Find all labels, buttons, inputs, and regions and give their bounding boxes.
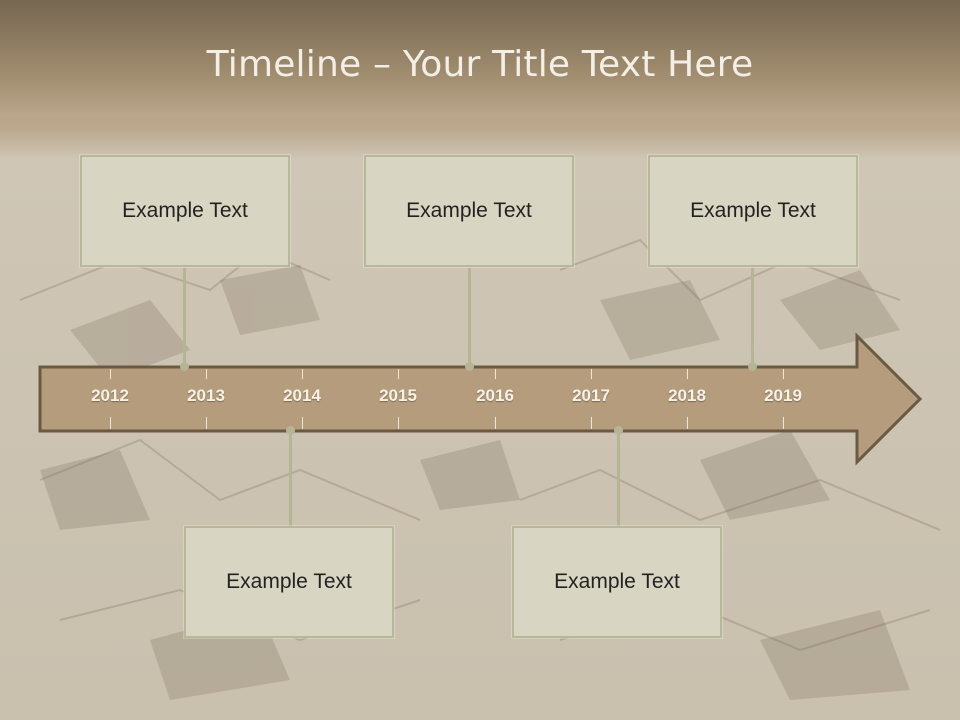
year-tick [110, 417, 111, 429]
year-tick [206, 369, 207, 379]
event-connector [289, 431, 292, 527]
year-tick [398, 417, 399, 429]
event-connector [617, 431, 620, 527]
event-marker-dot [614, 426, 623, 435]
year-tick [302, 369, 303, 379]
slide-title: Timeline – Your Title Text Here [206, 44, 754, 85]
event-card-top-1[interactable]: Example Text [80, 155, 290, 267]
timeline-arrow-shape [38, 332, 923, 466]
event-connector [751, 268, 754, 366]
event-connector [183, 268, 186, 366]
year-label-2018: 2018 [668, 386, 706, 405]
year-tick [398, 369, 399, 379]
year-tick [495, 369, 496, 379]
year-tick [591, 369, 592, 379]
year-tick [110, 369, 111, 379]
year-tick [302, 417, 303, 429]
event-marker-dot [465, 362, 474, 371]
event-marker-dot [748, 362, 757, 371]
year-label-2019: 2019 [764, 386, 802, 405]
year-tick [591, 417, 592, 429]
year-tick [687, 417, 688, 429]
event-card-bottom-2[interactable]: Example Text [512, 526, 722, 638]
event-marker-dot [286, 426, 295, 435]
title-band [0, 0, 960, 135]
year-label-2013: 2013 [187, 386, 225, 405]
year-label-2014: 2014 [283, 386, 321, 405]
year-tick [783, 369, 784, 379]
year-label-2012: 2012 [91, 386, 129, 405]
year-tick [687, 369, 688, 379]
event-card-top-3[interactable]: Example Text [648, 155, 858, 267]
event-card-bottom-1[interactable]: Example Text [184, 526, 394, 638]
event-marker-dot [180, 362, 189, 371]
year-label-2017: 2017 [572, 386, 610, 405]
event-card-top-2[interactable]: Example Text [364, 155, 574, 267]
year-tick [495, 417, 496, 429]
year-tick [206, 417, 207, 429]
year-label-2016: 2016 [476, 386, 514, 405]
year-label-2015: 2015 [379, 386, 417, 405]
event-connector [468, 268, 471, 366]
year-tick [783, 417, 784, 429]
